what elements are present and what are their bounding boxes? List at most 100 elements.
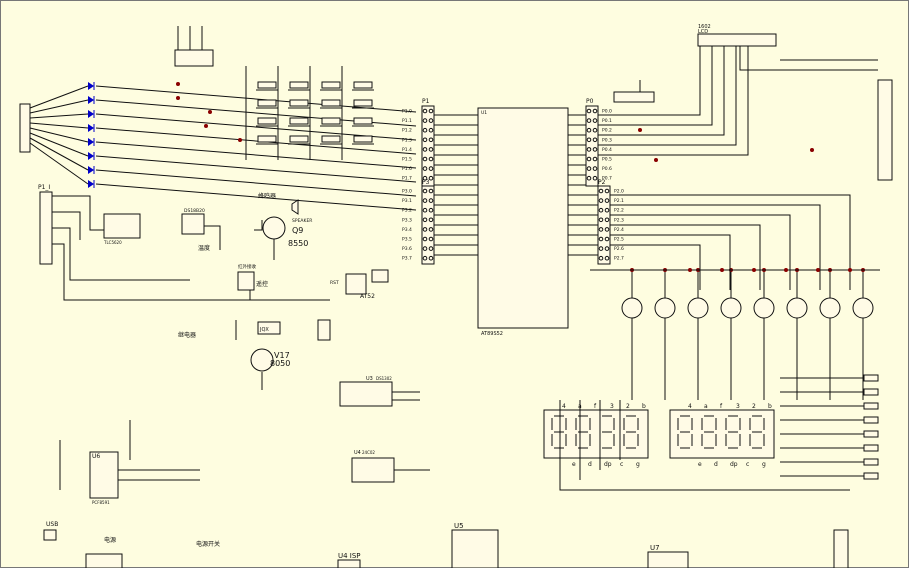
p1-pin-labels: P1.0P1.1P1.2P1.3P1.4P1.5P1.6P1.7 — [402, 108, 434, 182]
header-pin — [422, 166, 428, 171]
seven-segment-icon — [677, 415, 693, 449]
segment-resistor — [863, 374, 879, 382]
digit-driver-row — [590, 268, 880, 400]
header-pin — [598, 255, 604, 261]
header-pin — [428, 198, 434, 203]
u7-label: U7 — [650, 544, 660, 552]
header-pin — [428, 156, 434, 162]
switch-icon — [353, 81, 373, 89]
led-bus-wire — [95, 127, 417, 155]
ds18b20 — [181, 213, 205, 235]
header-pin — [604, 188, 610, 194]
u6-label: U6 — [92, 453, 100, 460]
led-wire — [29, 127, 89, 143]
junction-dot — [816, 268, 820, 272]
q9-transistor-icon — [262, 216, 286, 240]
display-top-pin-label: f — [720, 403, 723, 410]
pin-label: P2.0 — [614, 189, 624, 195]
pin-label: P1.3 — [402, 137, 412, 143]
header-pin — [422, 227, 428, 232]
header-pin — [586, 147, 592, 152]
wire-path — [177, 26, 203, 50]
switch-icon — [257, 117, 277, 125]
led-icon — [88, 96, 94, 104]
display-top-pin-label: 2 — [752, 403, 756, 410]
segment-resistor — [863, 402, 879, 410]
seven-segment-display — [669, 409, 775, 459]
transistor-icon — [720, 297, 742, 319]
isp-label: U4 ISP — [338, 552, 361, 560]
pin-label: P0.2 — [602, 128, 612, 134]
header-pin — [592, 166, 598, 171]
p1-header-label: P1 — [422, 98, 430, 105]
header-pin — [592, 156, 598, 162]
pin-label: P3.3 — [402, 217, 412, 223]
led-icon — [88, 124, 94, 132]
segment-resistor — [863, 430, 879, 438]
header-pin — [428, 108, 434, 114]
pin-label: P1.6 — [402, 166, 412, 172]
transistor-icon — [819, 297, 841, 319]
wire-path — [598, 46, 701, 116]
display-bottom-pin-label: d — [588, 461, 592, 468]
header-pin — [428, 207, 434, 213]
p3-pin-labels: P3.0P3.1P3.2P3.3P3.4P3.5P3.6P3.7 — [402, 189, 434, 262]
pin-label: P1.0 — [402, 109, 412, 115]
ad-chip — [89, 451, 119, 499]
junction-dot — [208, 110, 212, 114]
ds1302-chip — [339, 381, 393, 407]
u4-name: 24C02 — [362, 450, 375, 455]
header-pin — [592, 118, 598, 123]
led-icon — [88, 110, 94, 118]
seven-segment-icon — [749, 415, 765, 449]
segment-resistor — [863, 444, 879, 452]
header-pin — [592, 127, 598, 133]
header-pin — [598, 227, 604, 232]
header-pin — [422, 175, 428, 181]
display-top-pin-label: a — [704, 403, 708, 410]
header-pin — [422, 236, 428, 242]
transistor-icon — [687, 297, 709, 319]
led-wire — [29, 142, 89, 185]
pin-label: P0.5 — [602, 157, 612, 163]
header-pin — [604, 227, 610, 232]
pin-label: P0.7 — [602, 176, 612, 182]
p0-header — [585, 105, 599, 187]
jumper-at52 — [371, 269, 389, 283]
u4-label: U4 — [354, 450, 361, 456]
seven-segment-icon — [623, 415, 639, 449]
display-bottom-pin-label: e — [698, 461, 702, 468]
switch-icon — [353, 99, 373, 107]
v17-label: V17 — [274, 351, 290, 360]
wire-path — [52, 227, 190, 281]
p1-i-header — [39, 191, 53, 265]
header-pin — [604, 198, 610, 203]
pin-label: P2.2 — [614, 208, 624, 214]
junction-dot — [654, 158, 658, 162]
display-top-pin-label: b — [768, 403, 772, 410]
header-pin — [422, 147, 428, 152]
keypad-jumper — [174, 49, 214, 67]
header-pin — [598, 198, 604, 203]
temp-label: 温度 — [198, 244, 210, 252]
header-pin — [586, 118, 592, 123]
pin-label: P2.1 — [614, 198, 624, 204]
lcd-resistor-pack — [613, 91, 655, 103]
usb-label: USB — [46, 521, 58, 528]
display-top-pin-label: 4 — [688, 403, 692, 410]
pin-label: P3.1 — [402, 198, 412, 204]
v17-type: 8050 — [270, 359, 290, 368]
header-pin — [428, 255, 434, 261]
display-top-pin-label: b — [642, 403, 646, 410]
ad-chip-label: PCF8591 — [92, 500, 110, 505]
lcd-connector — [697, 33, 777, 47]
led-bank — [29, 82, 417, 211]
led-icon — [88, 180, 94, 188]
display-bottom-pin-label: dp — [730, 461, 738, 468]
pin-label: P2.3 — [614, 217, 624, 223]
header-pin — [604, 207, 610, 213]
junction-dot — [848, 268, 852, 272]
display-bottom-pin-label: c — [746, 461, 749, 468]
led-icon — [88, 138, 94, 146]
switch-icon — [321, 81, 341, 89]
